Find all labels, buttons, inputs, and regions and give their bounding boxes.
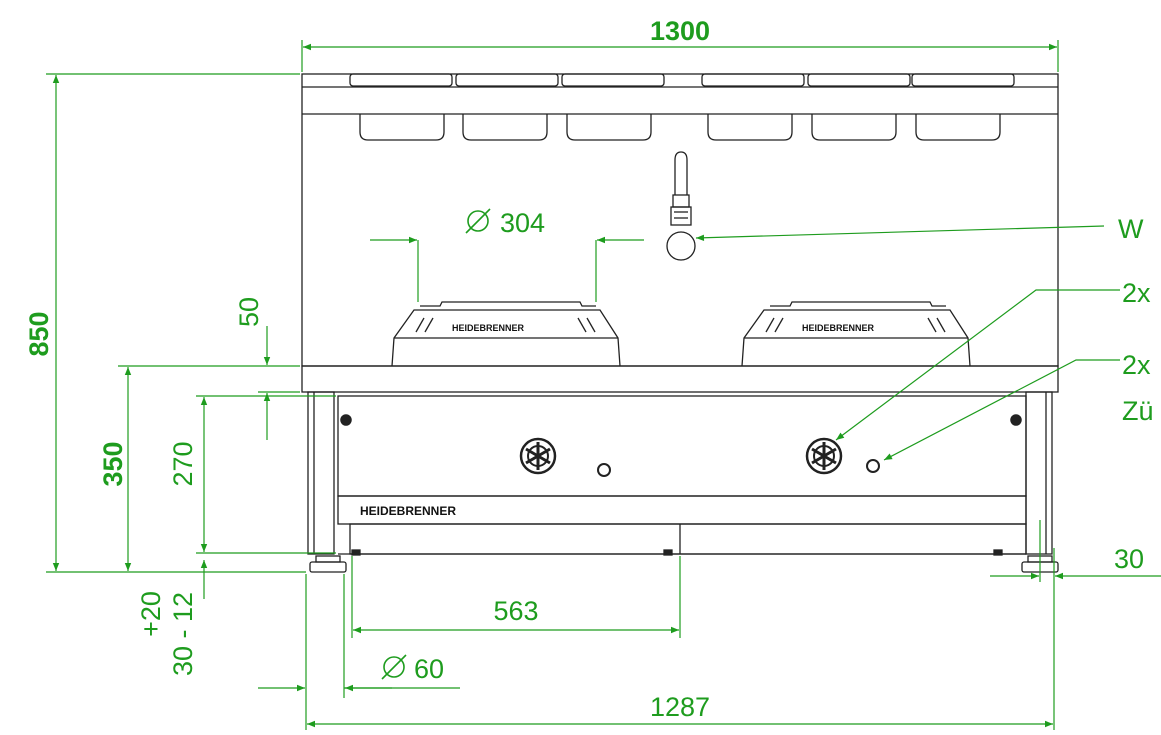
bolt-icon xyxy=(1010,414,1022,426)
dim-adjust-minus: 30 - 12 xyxy=(168,592,198,676)
dim-adjust-plus: +20 xyxy=(136,591,166,637)
dim-burner-diameter: 304 xyxy=(465,208,545,238)
upper-body xyxy=(301,73,1059,367)
dim-width-bottom: 1287 xyxy=(650,692,710,722)
brand-front: HEIDEBRENNER xyxy=(360,504,456,518)
dim-leg-offset: 563 xyxy=(493,596,538,626)
dim-foot-diameter-value: 60 xyxy=(414,654,444,684)
burner-left xyxy=(391,301,621,367)
dim-foot-diameter: 60 xyxy=(381,654,444,684)
ignition-button-right xyxy=(866,459,880,473)
callout-ignition-line1: 2x xyxy=(1122,350,1151,380)
brand-burner-left: HEIDEBRENNER xyxy=(452,323,525,333)
foot-left xyxy=(315,555,341,563)
front-panel xyxy=(337,395,1027,497)
gas-knob-right xyxy=(805,437,843,475)
dimension-lines xyxy=(46,40,1161,730)
controls xyxy=(340,414,1022,477)
dim-height-front: 270 xyxy=(168,441,198,486)
ignition-button-left xyxy=(597,463,611,477)
dim-width-top: 1300 xyxy=(650,16,710,46)
brand-burner-right: HEIDEBRENNER xyxy=(802,323,875,333)
bolt-icon xyxy=(340,414,352,426)
gas-knob-left xyxy=(519,437,557,475)
leg-right xyxy=(1025,391,1053,555)
dim-burner-rim: 50 xyxy=(234,297,264,327)
water-tap xyxy=(666,151,696,261)
dim-burner-diameter-value: 304 xyxy=(500,208,545,238)
diameter-icon xyxy=(465,208,491,234)
diameter-icon xyxy=(381,654,407,680)
dim-height-total: 850 xyxy=(24,311,54,356)
callout-burner: 2x xyxy=(1122,278,1151,308)
dim-height-worktop: 350 xyxy=(98,441,128,486)
burner-right xyxy=(741,301,971,367)
dim-side-offset: 30 xyxy=(1114,544,1144,574)
top-inserts xyxy=(349,73,1015,141)
callout-water: W xyxy=(1118,214,1144,244)
leg-left xyxy=(307,391,335,555)
worktop xyxy=(301,365,1059,393)
callout-ignition-line2: Zü xyxy=(1122,396,1154,426)
machine-outline xyxy=(301,73,1059,573)
